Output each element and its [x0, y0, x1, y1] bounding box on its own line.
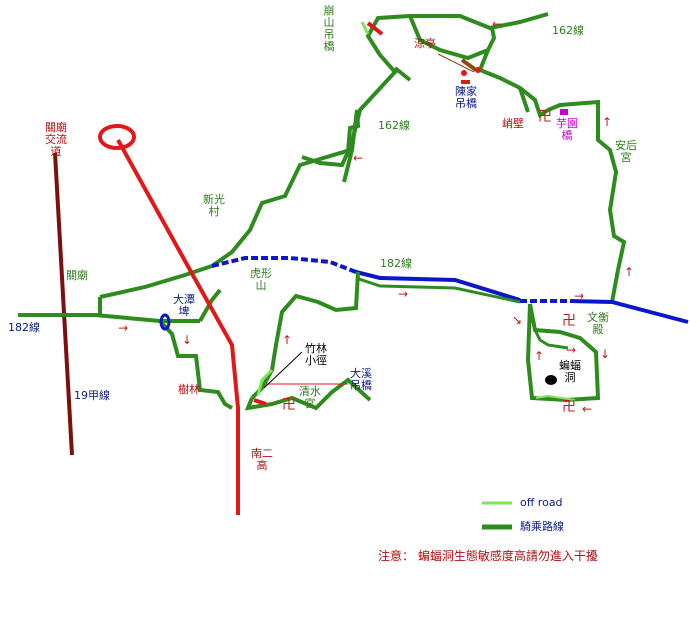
liangting-marker	[460, 58, 478, 72]
bat-cave-marker	[545, 375, 557, 385]
label-chenjia-bridge: 陳家吊橋	[455, 85, 477, 110]
label-road-162-top: 162線	[552, 24, 584, 37]
arrow-wenheng-east: →	[574, 289, 585, 303]
road-182-main	[355, 270, 521, 302]
arrow-shulin-down: ↓	[182, 333, 193, 347]
label-anhou-temple: 安后宮	[615, 139, 637, 164]
arrow-182-left: →	[118, 321, 129, 335]
label-nan2: 南二高	[251, 447, 273, 472]
guanmiao-exchange-marker	[98, 124, 136, 150]
route-qingshui-lower	[244, 377, 372, 411]
zhulin-pointer	[263, 351, 303, 389]
arrow-batcave-left: ←	[582, 402, 593, 416]
arrow-182-east: →	[398, 287, 409, 301]
offroad-batcave	[535, 394, 576, 401]
arrow-batcave-diag: ↘	[512, 313, 523, 327]
route-162-east	[408, 15, 497, 61]
label-huxing: 虎形山	[250, 267, 272, 292]
label-shulin: 樹林	[178, 383, 200, 396]
label-road-182-left: 182線	[8, 321, 40, 334]
offroad-bengshan	[360, 21, 370, 35]
label-daxi-bridge: 大溪吊橋	[350, 367, 372, 392]
road-182-huxing	[211, 256, 357, 274]
route-chenjia-down	[477, 49, 627, 303]
label-qiaobi: 峭壁	[502, 117, 524, 130]
datan-pond	[159, 313, 171, 331]
label-datan: 大潭埤	[173, 293, 195, 318]
road-182-east	[569, 299, 689, 324]
label-road-182-mid: 182線	[380, 257, 412, 270]
label-bat-cave: 蝙蝠洞	[559, 359, 581, 384]
temple-icon-qingshui: 卍	[282, 397, 296, 413]
route-batcave-inner	[533, 329, 569, 350]
arrow-zhulin-up: ↑	[282, 333, 293, 347]
label-liangting: 涼亭	[414, 37, 436, 50]
route-datan-connector	[198, 288, 222, 322]
route-west-road	[99, 264, 213, 299]
route-qingshui-road	[250, 271, 360, 400]
arrow-anhou-lower: ↑	[624, 265, 635, 279]
label-yuyuan-bridge: 芋園橋	[556, 117, 578, 142]
arrow-batcave-down: ↓	[600, 347, 611, 361]
arrow-anhou-up: ↑	[602, 115, 613, 129]
label-wenheng-temple: 文衡殿	[587, 311, 609, 336]
label-xinguang: 新光村	[203, 193, 225, 218]
bengshan-bridge-marker	[366, 21, 384, 36]
road-182-left-line	[18, 313, 200, 323]
route-xinguang-road	[210, 12, 549, 268]
offroad-zhulin	[256, 368, 274, 396]
chenjia-dot	[461, 70, 467, 76]
label-guanmiao: 關廟	[66, 269, 88, 282]
route-datan-road	[158, 319, 233, 410]
temple-icon-qiaobi: 卍	[538, 109, 552, 125]
route-batcave-loop	[525, 303, 601, 403]
temple-icon-wenheng: 卍	[562, 313, 576, 329]
label-zhulin: 竹林小徑	[305, 342, 327, 367]
highway-nan2	[116, 139, 240, 515]
label-bengshan-bridge: 崩山吊橋	[323, 4, 335, 53]
road-19a-line	[53, 152, 74, 456]
liangting-pointer	[437, 53, 475, 73]
label-road-19a: 19甲線	[74, 389, 110, 402]
route-162-branch	[301, 109, 361, 183]
arrow-162-top: ←	[492, 17, 503, 31]
label-road-162-mid: 162線	[378, 119, 410, 132]
temple-icon-batcave: 卍	[562, 399, 576, 415]
arrow-batcave-right: →	[566, 343, 577, 357]
yuyuan-bridge-marker	[560, 109, 568, 115]
label-guanmiao-exchange: 關廟交流道	[45, 121, 67, 158]
route-162-spur	[393, 66, 412, 82]
label-qingshui-temple: 清水宮	[299, 385, 321, 410]
arrow-162-mid: ←	[353, 151, 364, 165]
arrow-batcave-up: ↑	[534, 349, 545, 363]
daxi-bridge-marker	[253, 398, 267, 406]
caution-note: 注意： 蝙蝠洞生態敏感度高請勿進入干擾	[378, 549, 598, 563]
liangting-dot	[475, 67, 481, 73]
road-182-green-overlay	[355, 276, 521, 304]
legend-offroad-label: off road	[520, 496, 563, 509]
route-qiaobi-spur	[518, 87, 530, 113]
legend-route-label: 騎乘路線	[520, 520, 564, 533]
